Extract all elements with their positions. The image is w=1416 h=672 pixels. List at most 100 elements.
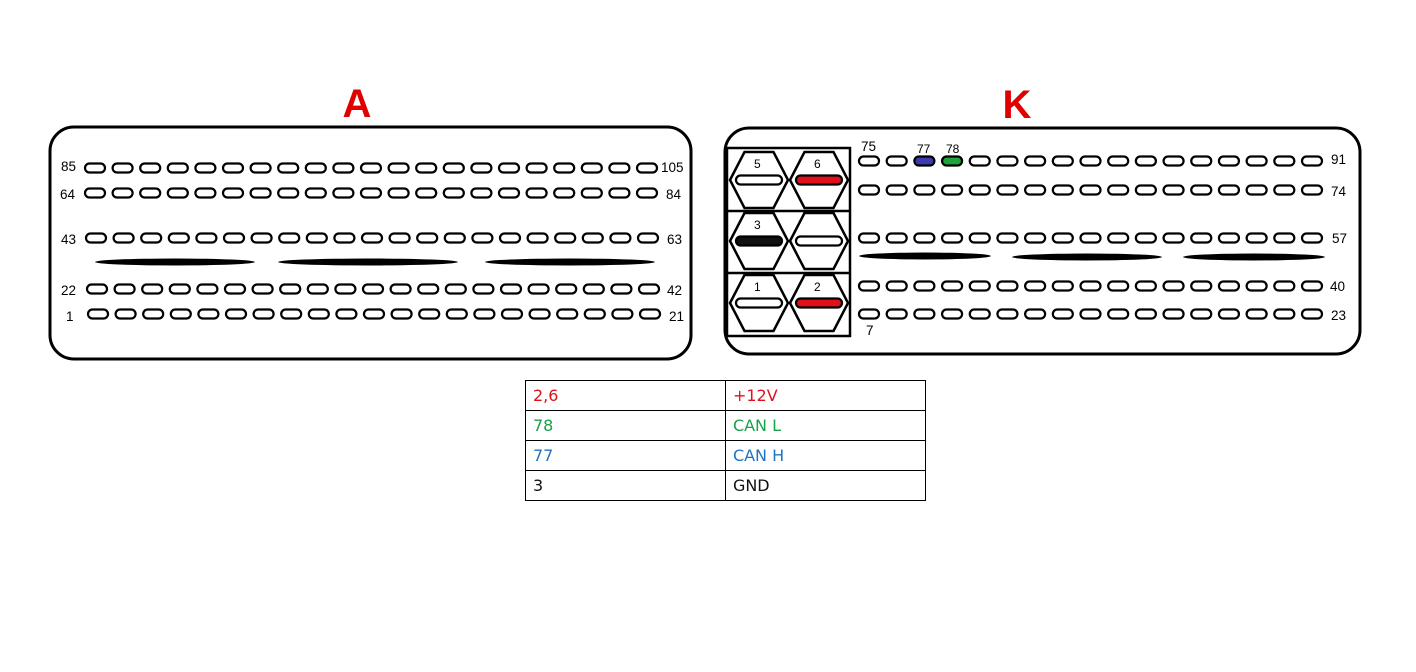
connector-k-key-bar	[1183, 253, 1325, 261]
pin-slot	[112, 232, 135, 244]
pin-slot	[1190, 184, 1213, 196]
pin-slot	[940, 232, 964, 244]
pin-78-slot	[940, 155, 964, 167]
power-pin-slot	[794, 235, 844, 247]
pin-slot	[857, 232, 881, 244]
pin-slot	[1217, 232, 1241, 244]
pin-slot	[857, 184, 881, 196]
power-pin-label: 2	[814, 280, 821, 294]
pin-slot	[472, 283, 495, 295]
pin-slot	[1079, 155, 1102, 167]
power-pin-slot	[734, 297, 784, 309]
pin-slot	[1300, 232, 1324, 244]
pin-slot	[1300, 308, 1324, 320]
power-pin-label: 1	[754, 280, 761, 294]
connector-a-title: A	[343, 82, 372, 126]
pin-slot	[637, 283, 661, 295]
pin-slot	[224, 308, 248, 320]
pin-slot	[1217, 280, 1241, 292]
pin-slot	[885, 232, 908, 244]
pin-slot	[1300, 184, 1324, 196]
pin-slot	[306, 283, 329, 295]
pin-slot	[332, 187, 355, 199]
pin-label: 22	[61, 283, 76, 298]
pin-slot	[1134, 308, 1157, 320]
pin-slot	[1217, 308, 1241, 320]
pin-slot	[361, 283, 385, 295]
legend-pins: 3	[525, 470, 726, 501]
pin-slot	[581, 232, 604, 244]
pin-slot	[996, 155, 1019, 167]
pin-slot	[1190, 155, 1213, 167]
pin-slot	[334, 283, 357, 295]
pin-label: 40	[1330, 279, 1345, 294]
pin-slot	[1079, 308, 1102, 320]
pin-slot	[221, 162, 245, 174]
pin-label: 1	[66, 309, 74, 324]
pin-slot	[582, 283, 605, 295]
pin-slot	[197, 308, 220, 320]
pin-slot	[498, 232, 522, 244]
pin-slot	[362, 308, 386, 320]
connector-k-key-bar	[1012, 253, 1162, 261]
pin-slot	[83, 162, 107, 174]
pin-slot	[388, 232, 411, 244]
pin-slot	[416, 232, 439, 244]
pin-slot	[140, 232, 163, 244]
pin-slot	[940, 308, 964, 320]
pin-slot	[387, 187, 410, 199]
pin-label: 74	[1331, 184, 1347, 199]
connector-k-keys	[859, 252, 1325, 261]
pin-slot	[635, 187, 659, 199]
pin-slot	[1273, 232, 1296, 244]
pin-slot	[1051, 155, 1074, 167]
legend-signal: CAN H	[724, 440, 927, 471]
pin-slot	[609, 232, 632, 244]
power-pin-slot	[794, 174, 844, 186]
pin-slot	[940, 184, 964, 196]
pin-slot	[195, 232, 218, 244]
pin-slot	[1024, 232, 1047, 244]
pin-slot	[1190, 308, 1213, 320]
pin-slot	[442, 187, 465, 199]
pin-label: 91	[1331, 152, 1346, 167]
pin-slot	[1134, 184, 1157, 196]
pin-slot	[857, 280, 881, 292]
pin-slot	[333, 232, 356, 244]
pin-label: 78	[946, 142, 960, 156]
pin-slot	[968, 308, 991, 320]
pin-slot	[635, 162, 659, 174]
pin-slot	[415, 162, 438, 174]
pin-slot	[1245, 308, 1268, 320]
pin-slot	[114, 308, 137, 320]
pin-slot	[913, 184, 936, 196]
pin-slot	[168, 283, 191, 295]
pin-slot	[142, 308, 165, 320]
pin-slot	[1217, 155, 1241, 167]
pin-slot	[167, 232, 190, 244]
connector-k-key-bar	[859, 252, 991, 260]
pin-slot	[611, 308, 634, 320]
pin-slot	[996, 232, 1019, 244]
pin-slot	[996, 184, 1019, 196]
pin-slot	[608, 187, 631, 199]
pin-slot	[1051, 308, 1074, 320]
pin-slot	[1079, 184, 1102, 196]
pin-slot	[249, 187, 272, 199]
pin-slot	[1245, 184, 1268, 196]
legend-pins: 78	[525, 410, 726, 441]
pin-slot	[968, 184, 991, 196]
pin-slot	[222, 232, 246, 244]
pin-slot	[1024, 280, 1047, 292]
pin-label: 85	[61, 159, 76, 174]
pin-slot	[1107, 184, 1130, 196]
pin-slot	[497, 162, 521, 174]
pin-slot	[473, 308, 496, 320]
pin-slot	[1051, 280, 1074, 292]
pin-slot	[86, 308, 110, 320]
power-pin-slot	[734, 235, 784, 247]
